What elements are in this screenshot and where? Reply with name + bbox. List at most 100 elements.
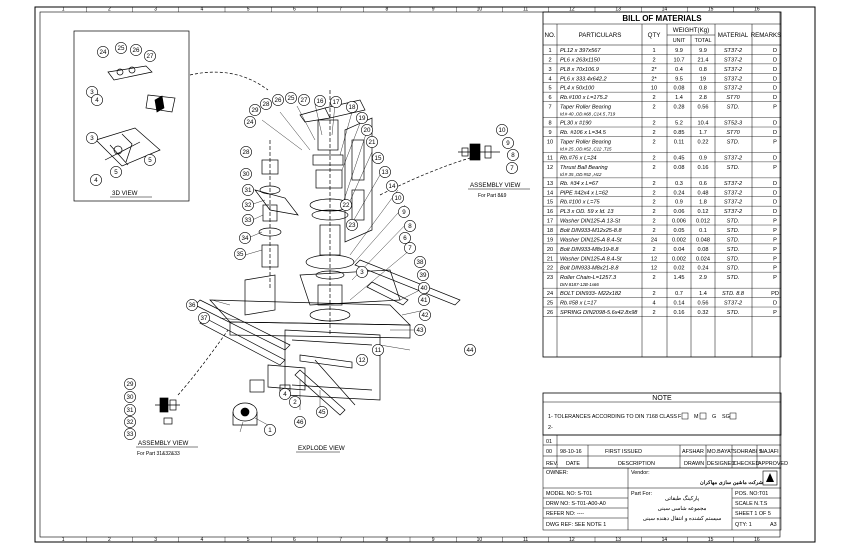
- bom-header-material: MATERIAL: [718, 32, 749, 39]
- balloon-number: 28: [243, 149, 250, 156]
- note-title: NOTE: [652, 395, 672, 402]
- bom-cell-unit: 0.05: [674, 228, 685, 234]
- bom-cell-qty: 12: [651, 256, 657, 262]
- bom-cell-unit: 0.11: [674, 139, 684, 145]
- bom-cell-material: STD.: [727, 228, 740, 234]
- part-balloon: 6: [399, 232, 411, 244]
- balloon-number: 43: [417, 327, 424, 334]
- bom-cell-no: 26: [547, 310, 553, 316]
- column-number: 13: [615, 537, 621, 543]
- view-label-assembly-8-9: ASSEMBLY VIEW: [470, 182, 520, 189]
- rev-designed-by: MO.BAYAT: [707, 449, 734, 455]
- bom-cell-part: SPRING DIN2098-5.6x42.8x98: [560, 310, 638, 316]
- column-number: 10: [477, 537, 483, 543]
- bom-cell-material: STD.: [727, 247, 740, 253]
- bom-cell-no: 5: [548, 86, 551, 92]
- bom-cell-remarks: D: [773, 155, 777, 161]
- bom-cell-unit: 0.08: [674, 86, 685, 92]
- bom-cell-remarks: PD: [771, 291, 779, 297]
- column-number: 2: [108, 7, 111, 13]
- bom-cell-remarks: P: [773, 139, 777, 145]
- part-balloon: 25: [285, 92, 297, 104]
- bom-cell-no: 21: [547, 256, 553, 262]
- balloon-number: 46: [297, 419, 304, 426]
- part-balloon: 40: [418, 282, 430, 294]
- bom-cell-no: 8: [548, 121, 551, 127]
- balloon-number: 9: [506, 140, 510, 147]
- bom-cell-unit: 0.02: [674, 266, 685, 272]
- column-number: 11: [523, 7, 528, 13]
- column-number: 14: [662, 537, 668, 543]
- bom-cell-material: STD.: [727, 237, 740, 243]
- balloon-number: 3: [360, 269, 364, 276]
- bom-cell-material: STD. 8.8: [722, 291, 745, 297]
- bom-cell-total: 0.024: [696, 256, 710, 262]
- bom-cell-part: Taper Roller Bearing: [560, 139, 612, 145]
- balloon-number: 16: [317, 98, 324, 105]
- model-no: MODEL NO: S-T01: [546, 491, 592, 497]
- rev-header-checked: CHECKED: [733, 461, 759, 467]
- column-number: 10: [477, 7, 483, 13]
- bom-cell-remarks: D: [773, 301, 777, 307]
- part-balloon: 12: [356, 354, 368, 366]
- bom-cell-total: 0.22: [698, 139, 709, 145]
- bom-cell-part: Washer DIN125-A 8.4-St: [560, 237, 622, 243]
- bom-cell-material: STD.: [727, 266, 740, 272]
- part-balloon: 22: [340, 199, 352, 211]
- part-balloon: 19: [356, 112, 368, 124]
- bom-cell-no: 6: [548, 95, 551, 101]
- bom-cell-total: 0.56: [698, 301, 709, 307]
- balloon-number: 12: [359, 357, 366, 364]
- part-balloon: 26: [130, 44, 142, 56]
- bom-cell-remarks: P: [773, 228, 777, 234]
- bom-cell-qty: 2: [652, 181, 655, 187]
- bom-cell-unit: 0.04: [674, 247, 685, 253]
- class-f-checkbox: [681, 412, 689, 420]
- bom-cell-unit: 9.9: [675, 48, 683, 54]
- part-balloon: 10: [392, 192, 404, 204]
- part-balloon: 29: [249, 104, 261, 116]
- bom-header-remarks: REMARKS: [751, 32, 782, 39]
- column-number: 8: [385, 7, 388, 13]
- bom-cell-no: 1: [548, 48, 551, 54]
- class-g-label: G: [712, 414, 716, 420]
- bom-cell-no: 24: [547, 291, 553, 297]
- balloon-number: 4: [94, 177, 98, 184]
- bom-cell-material: ST37-2: [724, 48, 743, 54]
- balloon-number: 31: [127, 407, 134, 414]
- bom-cell-qty: 2*: [651, 67, 657, 73]
- bom-cell-unit: 0.24: [674, 190, 685, 196]
- column-number: 9: [432, 537, 435, 543]
- rev-header-approved: APPROVED: [758, 461, 788, 467]
- bom-cell-part: Washer DIN125-A 8.4-St: [560, 256, 622, 262]
- bom-cell-total: 19: [700, 76, 706, 82]
- rev-header-desc: DESCRIPTION: [618, 461, 655, 467]
- bom-cell-part: PL8 x 70x106.9: [560, 67, 599, 73]
- bom-cell-material: ST37-2: [724, 67, 743, 73]
- bom-cell-total: 0.24: [698, 266, 709, 272]
- view-label-3d: 3D VIEW: [112, 190, 138, 197]
- refer-no: REFER NO: ----: [546, 511, 584, 517]
- balloon-number: 10: [395, 195, 402, 202]
- bom-cell-no: 19: [547, 237, 553, 243]
- bom-cell-remarks: P: [773, 275, 777, 281]
- bom-cell-total: 0.8: [699, 67, 707, 73]
- rev-approved-by: NAJAFI: [760, 449, 779, 455]
- column-number: 4: [200, 537, 203, 543]
- bom-cell-part: Rb.#58 x L=17: [560, 301, 597, 307]
- part-balloon: 5: [144, 154, 156, 166]
- balloon-number: 24: [100, 49, 107, 56]
- column-number: 16: [754, 7, 760, 13]
- balloon-number: 39: [420, 272, 427, 279]
- part-balloon: 4: [90, 174, 102, 186]
- bom-cell-total: 0.048: [696, 237, 710, 243]
- bom-cell-total: 0.48: [698, 190, 709, 196]
- bom-cell-unit: 0.45: [674, 155, 685, 161]
- bom-cell-total: 1.4: [699, 291, 707, 297]
- part-balloon: 8: [507, 149, 519, 161]
- column-number: 6: [293, 537, 296, 543]
- bom-cell-remarks: P: [773, 105, 777, 111]
